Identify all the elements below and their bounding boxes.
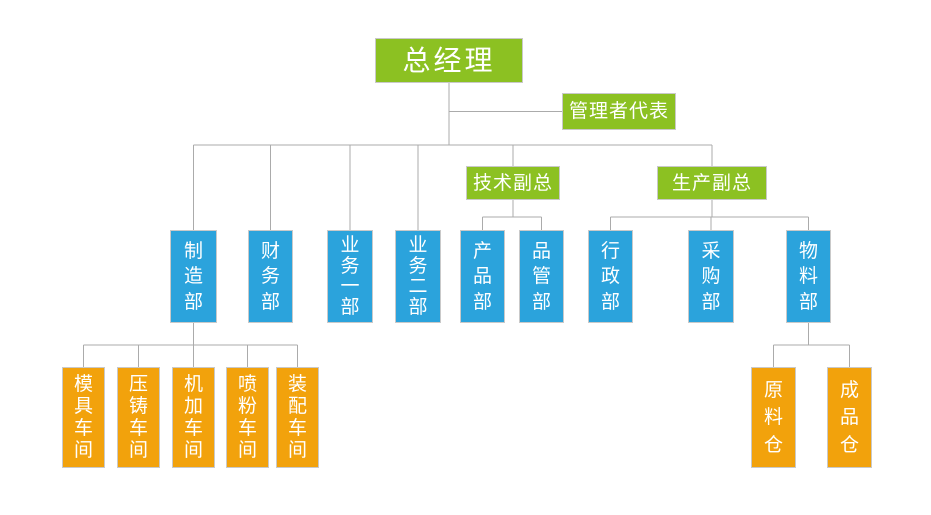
- label-char: 部: [701, 290, 721, 313]
- label-char: 品: [531, 239, 551, 262]
- label-char: 产: [472, 239, 492, 262]
- label-char: 车: [73, 417, 93, 439]
- label-char: 政: [600, 265, 620, 287]
- label-char: 行: [600, 239, 620, 262]
- node-label: 业务二部: [396, 231, 440, 322]
- node-powder-coating-workshop: 喷粉车间: [226, 367, 269, 468]
- label-char: 部: [260, 290, 280, 313]
- label-char: 车: [128, 417, 148, 439]
- node-assembly-workshop: 装配车间: [276, 367, 319, 468]
- node-label: 原料仓: [752, 368, 795, 467]
- label-char: 具: [73, 395, 93, 417]
- node-label: 管理者代表: [568, 100, 669, 122]
- node-label: 品管部: [520, 231, 563, 322]
- label-char: 品: [839, 406, 859, 428]
- label-char: 喷: [237, 373, 257, 395]
- label-char: 间: [287, 439, 307, 461]
- node-purchasing-dept: 采购部: [688, 230, 734, 323]
- label-char: 财: [260, 239, 280, 262]
- node-label: 生产副总: [671, 171, 752, 194]
- node-business-dept-1: 业务一部: [327, 230, 373, 323]
- node-technical-vp: 技术副总: [466, 166, 560, 200]
- label-char: 部: [472, 290, 492, 313]
- label-char: 压: [128, 373, 148, 395]
- node-product-dept: 产品部: [460, 230, 505, 323]
- node-finished-goods-warehouse: 成品仓: [827, 367, 872, 468]
- label-char: 管: [531, 265, 551, 287]
- label-char: 采: [701, 239, 721, 262]
- label-char: 部: [600, 290, 620, 313]
- label-char: 务: [260, 265, 280, 287]
- label-char: 部: [340, 295, 360, 318]
- node-label: 技术副总: [472, 171, 553, 194]
- node-label: 业务一部: [328, 231, 372, 322]
- node-label: 采购部: [689, 231, 733, 322]
- node-label: 产品部: [461, 231, 504, 322]
- label-char: 部: [531, 290, 551, 313]
- node-label: 制造部: [171, 231, 216, 322]
- label-char: 仓: [763, 433, 783, 456]
- node-label: 模具车间: [63, 368, 104, 467]
- label-char: 仓: [839, 433, 859, 456]
- label-char: 原: [763, 378, 783, 401]
- label-char: 部: [408, 295, 428, 318]
- label-char: 购: [701, 265, 721, 287]
- label-char: 模: [73, 373, 93, 395]
- node-finance-dept: 财务部: [248, 230, 293, 323]
- node-machining-workshop: 机加车间: [172, 367, 215, 468]
- label-char: 铸: [128, 395, 148, 417]
- label-char: 品: [472, 265, 492, 287]
- node-management-representative: 管理者代表: [562, 93, 676, 130]
- label-char: 业: [408, 234, 428, 257]
- label-char: 装: [287, 373, 307, 395]
- label-char: 成: [839, 378, 859, 401]
- node-raw-material-warehouse: 原料仓: [751, 367, 796, 468]
- label-char: 造: [183, 265, 203, 287]
- label-char: 车: [287, 417, 307, 439]
- node-label: 物料部: [787, 231, 830, 322]
- label-char: 制: [183, 239, 203, 262]
- node-quality-control-dept: 品管部: [519, 230, 564, 323]
- node-production-vp: 生产副总: [657, 166, 767, 200]
- label-char: 务: [408, 254, 428, 277]
- label-char: 料: [798, 265, 818, 287]
- node-die-casting-workshop: 压铸车间: [117, 367, 160, 468]
- label-char: 务: [340, 254, 360, 277]
- node-manufacturing-dept: 制造部: [170, 230, 217, 323]
- label-char: 部: [183, 290, 203, 313]
- label-char: 间: [237, 439, 257, 461]
- node-general-manager: 总经理: [375, 38, 523, 83]
- label-char: 加: [183, 395, 203, 417]
- node-label: 行政部: [589, 231, 632, 322]
- label-char: 粉: [237, 395, 257, 417]
- label-char: 业: [340, 234, 360, 257]
- node-label: 装配车间: [277, 368, 318, 467]
- node-label: 喷粉车间: [227, 368, 268, 467]
- node-administration-dept: 行政部: [588, 230, 633, 323]
- node-label: 总经理: [402, 43, 496, 77]
- label-char: 机: [183, 373, 203, 395]
- label-char: 物: [798, 239, 818, 262]
- label-char: 间: [73, 439, 93, 461]
- label-char: 车: [237, 417, 257, 439]
- node-label: 成品仓: [828, 368, 871, 467]
- label-char: 配: [287, 395, 307, 417]
- label-char: 间: [183, 439, 203, 461]
- node-label: 财务部: [249, 231, 292, 322]
- label-char: 一: [340, 275, 360, 298]
- label-char: 部: [798, 290, 818, 313]
- label-char: 料: [763, 406, 783, 428]
- node-label: 机加车间: [173, 368, 214, 467]
- label-char: 车: [183, 417, 203, 439]
- label-char: 间: [128, 439, 148, 461]
- node-mold-workshop: 模具车间: [62, 367, 105, 468]
- node-business-dept-2: 业务二部: [395, 230, 441, 323]
- node-materials-dept: 物料部: [786, 230, 831, 323]
- node-label: 压铸车间: [118, 368, 159, 467]
- label-char: 二: [408, 275, 428, 298]
